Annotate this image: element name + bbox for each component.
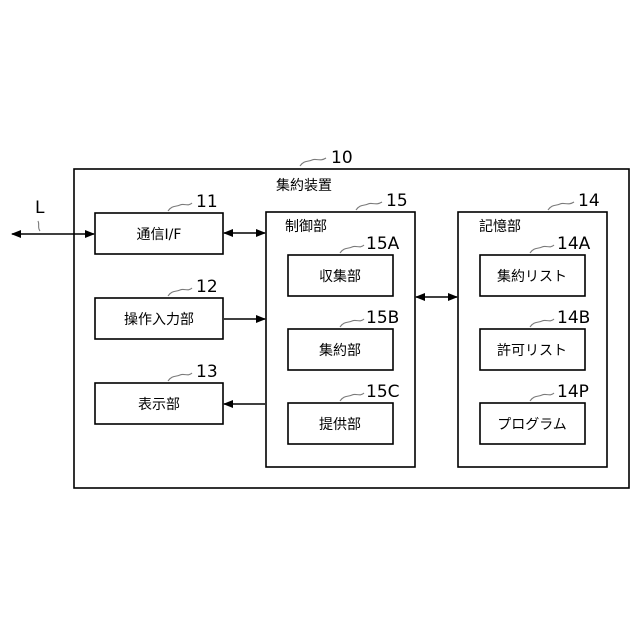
program-label: プログラム <box>497 417 567 433</box>
comm-if-ref: 11 <box>196 192 218 212</box>
display-ref: 13 <box>196 362 218 382</box>
storage-unit-ref: 14 <box>578 191 600 211</box>
operation-input-label: 操作入力部 <box>124 312 194 328</box>
line-label: L <box>35 198 45 218</box>
aggregation-list-label: 集約リスト <box>497 268 567 285</box>
provision-unit-label: 提供部 <box>319 417 361 433</box>
control-unit-label: 制御部 <box>285 219 327 235</box>
aggregation-device-ref: 10 <box>331 148 353 168</box>
aggregation-device-ref-leader <box>300 158 326 166</box>
permission-list-ref: 14B <box>557 308 590 328</box>
aggregation-unit-label: 集約部 <box>319 342 361 359</box>
control-unit-ref: 15 <box>386 191 408 211</box>
comm-if-label: 通信I/F <box>137 227 182 243</box>
provision-unit-ref: 15C <box>366 382 400 402</box>
collection-unit-label: 収集部 <box>319 268 361 285</box>
aggregation-list-ref: 14A <box>557 234 591 254</box>
program-ref: 14P <box>557 382 589 402</box>
display-label: 表示部 <box>138 397 180 413</box>
collection-unit-ref: 15A <box>366 234 400 254</box>
aggregation-device-label: 集約装置 <box>276 177 332 194</box>
permission-list-label: 許可リスト <box>497 343 567 359</box>
line-label-leader <box>38 221 40 231</box>
operation-input-ref: 12 <box>196 277 218 297</box>
storage-unit-label: 記憶部 <box>479 218 521 235</box>
aggregation-unit-ref: 15B <box>366 308 399 328</box>
